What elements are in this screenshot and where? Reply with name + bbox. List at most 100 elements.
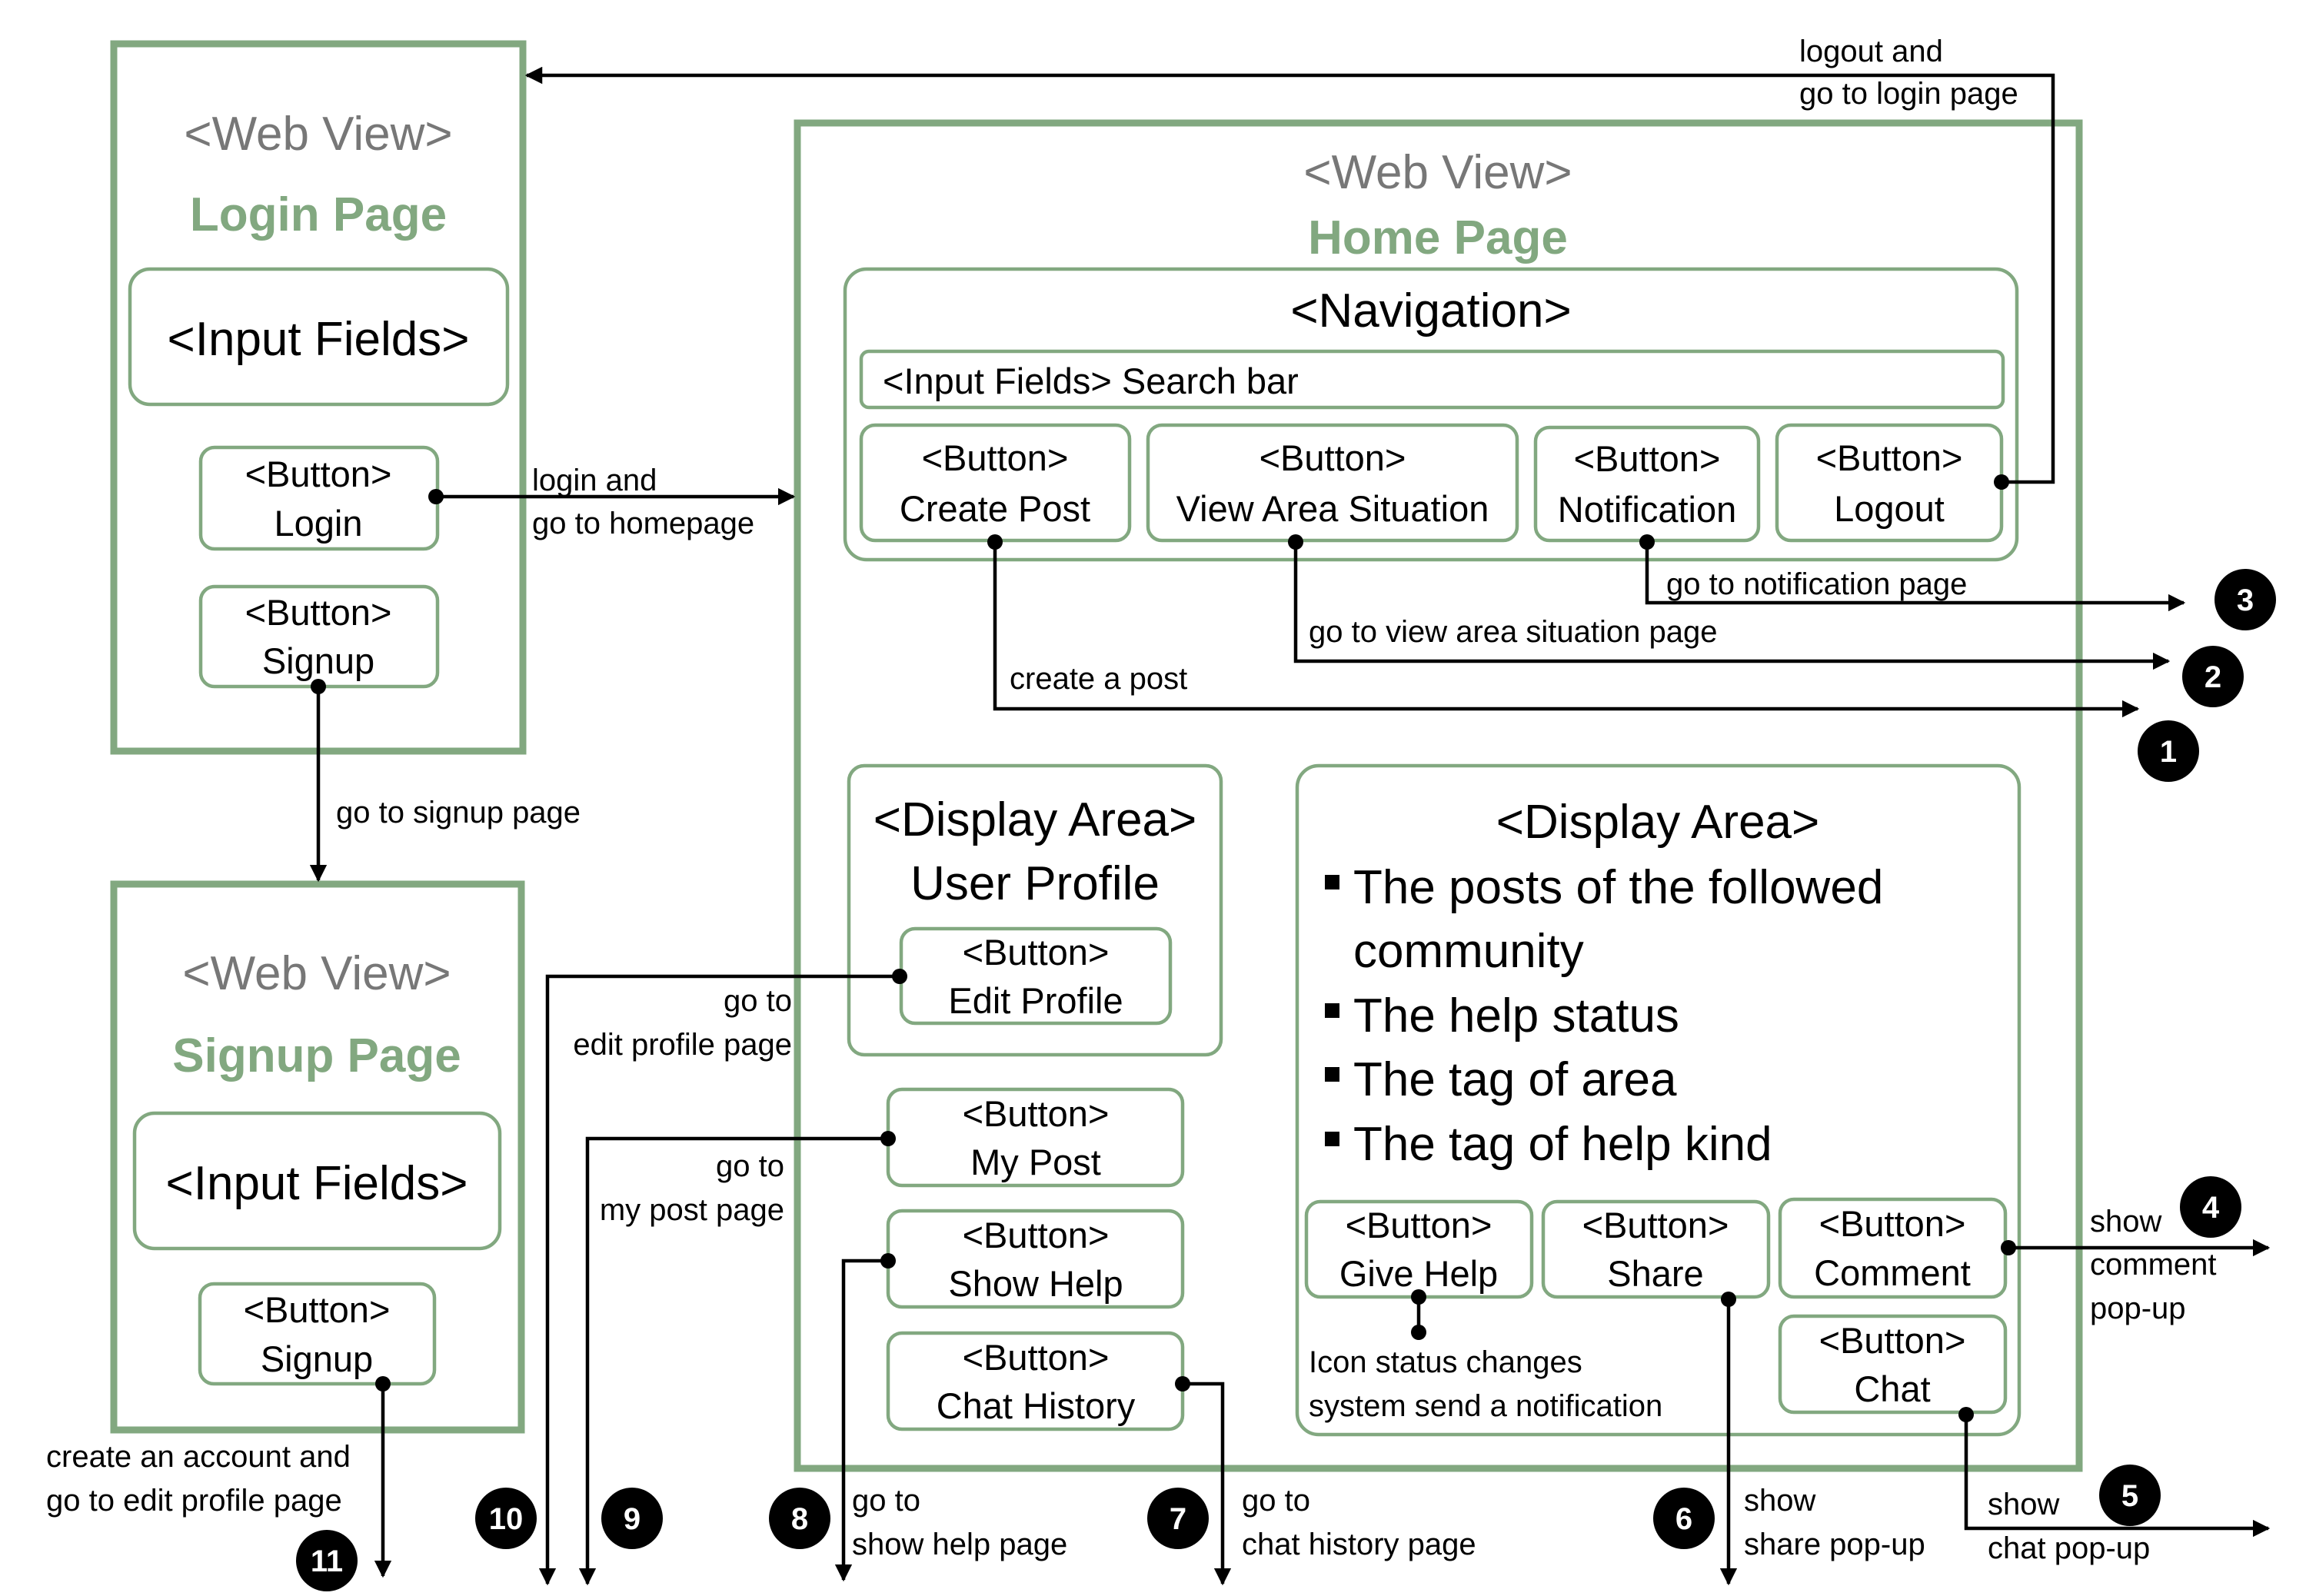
svg-text:<Button>: <Button> [963,1093,1110,1134]
my-post-label: my post page [600,1193,784,1227]
comment-label: pop-up [2090,1292,2186,1325]
bullet-icon [1325,875,1339,889]
svg-text:10: 10 [489,1502,524,1536]
show-help-label: go to [852,1484,920,1518]
show-help-label: show help page [852,1528,1067,1561]
give-help-button[interactable]: <Button> Give Help [1304,1199,1534,1299]
svg-text:View Area Situation: View Area Situation [1176,488,1489,529]
create-post-button[interactable]: <Button> Create Post [859,423,1132,543]
profile-area-subtitle: User Profile [910,857,1160,910]
home-web-view-label: <Web View> [1303,146,1572,199]
svg-text:<Button>: <Button> [245,454,392,494]
login-button[interactable]: <Button> Login [198,445,440,551]
feed-item: The tag of area [1353,1053,1677,1106]
badge-10: 10 [475,1488,537,1549]
svg-text:4: 4 [2202,1191,2220,1225]
give-help-note: system send a notification [1309,1389,1662,1423]
home-page-title: Home Page [1308,211,1568,264]
svg-text:3: 3 [2237,584,2254,617]
svg-text:Signup: Signup [262,640,374,681]
navigation-area: <Navigation> <Input Fields> Search bar <… [843,267,2019,562]
login-page-view: <Web View> Login Page <Input Fields> <Bu… [110,40,527,755]
feed-item: The help status [1353,989,1679,1042]
create-account-label: go to edit profile page [46,1484,342,1518]
svg-text:Chat History: Chat History [937,1385,1136,1426]
bullet-icon [1325,1067,1339,1082]
signup-input-fields: <Input Fields> [166,1157,468,1210]
edit-profile-button[interactable]: <Button> Edit Profile [899,926,1173,1026]
badge-1: 1 [2138,720,2199,782]
svg-text:<Button>: <Button> [1259,437,1406,478]
chat-button[interactable]: <Button> Chat [1778,1314,2008,1415]
chat-history-label: go to [1242,1484,1310,1518]
user-profile-area: <Display Area> User Profile <Button> Edi… [847,763,1223,1057]
svg-text:Edit Profile: Edit Profile [948,980,1123,1021]
chat-connector [1964,1415,2271,1538]
svg-text:<Button>: <Button> [1819,1320,1966,1361]
svg-text:Show Help: Show Help [948,1263,1123,1304]
navigation-title: <Navigation> [1290,284,1571,337]
edit-profile-label: edit profile page [573,1028,792,1062]
svg-text:8: 8 [791,1502,808,1536]
search-bar-input[interactable]: <Input Fields> Search bar [859,349,2005,410]
svg-text:<Button>: <Button> [1574,438,1721,479]
logout-button[interactable]: <Button> Logout [1775,423,2004,543]
login-input-fields: <Input Fields> [168,313,470,366]
svg-text:Create Post: Create Post [900,488,1090,529]
svg-text:<Button>: <Button> [963,1215,1110,1255]
my-post-connector [578,1136,888,1586]
svg-text:<Button>: <Button> [1819,1203,1966,1244]
give-help-note: Icon status changes [1309,1345,1582,1379]
badge-3: 3 [2214,569,2276,630]
edit-profile-label: go to [724,984,792,1018]
notification-label: go to notification page [1666,567,1967,601]
chat-history-button[interactable]: <Button> Chat History [886,1331,1185,1431]
home-page-view: <Web View> Home Page <Navigation> <Input… [794,119,2083,1472]
view-area-label: go to view area situation page [1309,615,1717,649]
svg-text:2: 2 [2205,660,2221,694]
logout-connector [524,66,2055,484]
svg-text:<Button>: <Button> [245,592,392,633]
feed-item: The posts of the followed [1353,861,1883,914]
bullet-icon [1325,1003,1339,1018]
view-area-situation-button[interactable]: <Button> View Area Situation [1146,423,1519,543]
feed-display-area: <Display Area> The posts of the followed… [1295,763,2021,1437]
svg-text:Give Help: Give Help [1339,1253,1498,1294]
login-web-view-label: <Web View> [184,108,452,161]
feed-area-title: <Display Area> [1496,796,1819,849]
svg-text:5: 5 [2121,1479,2138,1513]
signup-submit-button[interactable]: <Button> Signup [198,1282,437,1386]
show-help-connector [834,1259,888,1582]
svg-text:<Input Fields> Search bar: <Input Fields> Search bar [883,361,1299,401]
notification-connector [1645,542,2186,612]
signup-web-view-label: <Web View> [182,947,451,1000]
view-area-connector [1293,542,2171,670]
my-post-button[interactable]: <Button> My Post [886,1087,1185,1188]
share-label: share pop-up [1744,1528,1925,1561]
chat-label: chat pop-up [1988,1531,2150,1565]
connector-labels: logout and go to login page login and go… [46,35,2217,1565]
share-label: show [1744,1484,1815,1518]
comment-button[interactable]: <Button> Comment [1778,1197,2008,1299]
share-button[interactable]: <Button> Share [1541,1199,1771,1299]
signup-page-view: <Web View> Signup Page <Input Fields> <B… [110,880,525,1434]
svg-text:<Button>: <Button> [1816,437,1963,478]
bullet-icon [1325,1132,1339,1146]
login-signup-button[interactable]: <Button> Signup [198,584,440,689]
profile-area-title: <Display Area> [873,793,1196,846]
chat-label: show [1988,1488,2059,1521]
svg-text:Chat: Chat [1854,1368,1930,1409]
badge-5: 5 [2099,1465,2161,1526]
show-help-button[interactable]: <Button> Show Help [886,1209,1185,1309]
svg-text:My Post: My Post [970,1142,1101,1182]
login-label: go to homepage [532,507,754,540]
login-label: login and [532,464,657,497]
svg-text:9: 9 [624,1502,641,1536]
create-account-label: create an account and [46,1440,351,1474]
notification-button[interactable]: <Button> Notification [1533,425,1761,543]
svg-text:6: 6 [1675,1502,1692,1536]
svg-text:Comment: Comment [1814,1252,1971,1293]
logout-label: logout and [1799,35,1943,68]
badge-7: 7 [1147,1488,1209,1549]
svg-text:Notification: Notification [1558,489,1737,530]
